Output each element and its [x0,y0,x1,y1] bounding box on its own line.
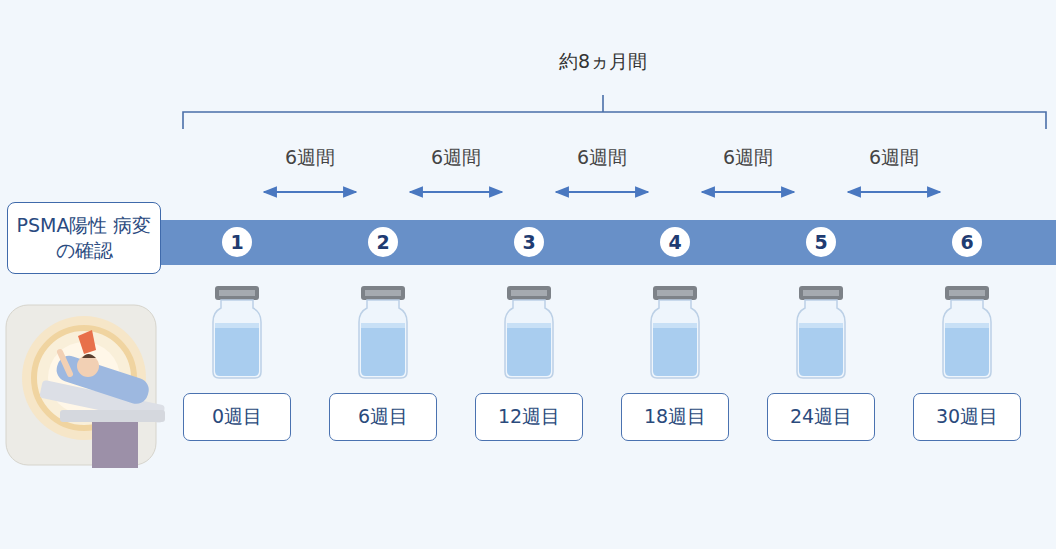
step-number: 3 [514,227,544,257]
step-number: 4 [660,227,690,257]
interval-arrow [848,191,940,193]
week-box: 12週目 [475,393,583,441]
interval-arrow [264,191,356,193]
week-box: 18週目 [621,393,729,441]
week-text: 24週目 [790,404,852,430]
week-box: 6週目 [329,393,437,441]
week-text: 0週目 [212,404,262,430]
step-number: 5 [806,227,836,257]
week-text: 30週目 [936,404,998,430]
interval-label: 6週間 [723,145,773,171]
step-number-text: 6 [960,231,973,253]
vial [505,286,553,378]
span-bracket [183,95,1046,129]
interval-label: 6週間 [431,145,481,171]
vial [943,286,991,378]
vials [213,286,991,378]
step-number-text: 4 [668,231,681,253]
step-number-text: 3 [522,231,535,253]
step-number-text: 5 [814,231,827,253]
span-title: 約8ヵ月間 [559,49,647,75]
week-box: 30週目 [913,393,1021,441]
week-text: 18週目 [644,404,706,430]
step-number: 1 [222,227,252,257]
scanner-illustration [6,305,165,468]
vial [797,286,845,378]
interval-label: 6週間 [869,145,919,171]
interval-label: 6週間 [577,145,627,171]
interval-arrow [702,191,794,193]
week-box: 0週目 [183,393,291,441]
vial [359,286,407,378]
step-number: 6 [952,227,982,257]
step-number-text: 1 [230,231,243,253]
vial [651,286,699,378]
interval-label: 6週間 [285,145,335,171]
start-box: PSMA陽性 病変の確認 [7,202,161,273]
step-number: 2 [368,227,398,257]
interval-arrows [264,192,940,193]
step-number-text: 2 [376,231,389,253]
week-text: 6週目 [358,404,408,430]
interval-arrow [556,191,648,193]
week-text: 12週目 [498,404,560,430]
week-box: 24週目 [767,393,875,441]
timeline-band [150,220,1056,265]
start-text: PSMA陽性 病変の確認 [16,213,152,262]
interval-arrow [410,191,502,193]
vial [213,286,261,378]
